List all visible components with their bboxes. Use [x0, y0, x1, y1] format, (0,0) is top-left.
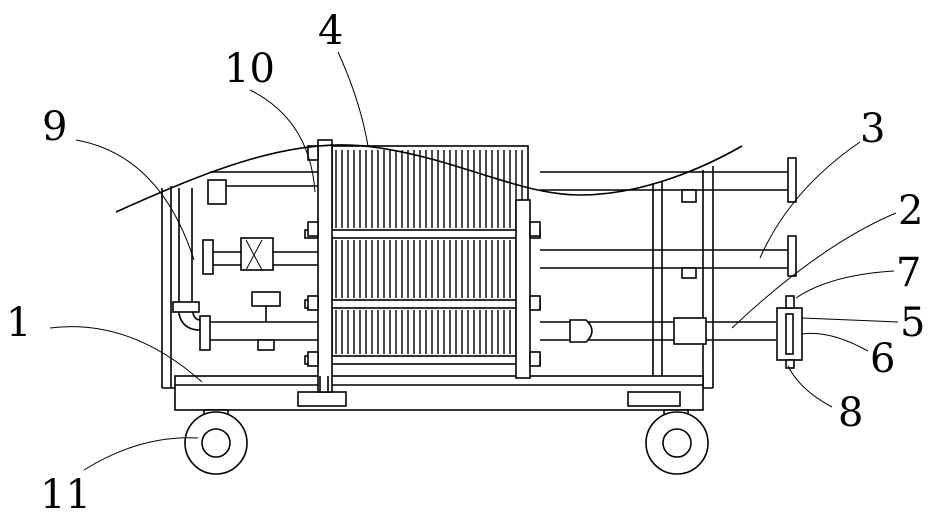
callout-labels: 1 2 3 4 5 6 7 8 9 10 11: [6, 8, 925, 518]
callout-6: 6: [870, 336, 895, 382]
pipe-top: [207, 171, 318, 205]
callout-2: 2: [898, 188, 923, 234]
plate-hatching: [335, 150, 523, 354]
sight-glass-assembly: [776, 295, 803, 369]
wheel-left: [184, 409, 248, 475]
plate-heat-exchanger: [304, 139, 541, 393]
base-frame: [174, 375, 704, 411]
pipe-bottom-left: [172, 188, 318, 351]
break-line: [115, 144, 743, 213]
wheel-right: [645, 409, 709, 475]
callout-7: 7: [896, 250, 921, 296]
pipe-3-upper: [540, 157, 797, 203]
pipe-middle-left: [202, 237, 318, 275]
leader-lines: [49, 51, 899, 471]
callout-10: 10: [224, 46, 275, 92]
callout-4: 4: [318, 8, 343, 54]
pipe-3-lower: [540, 235, 797, 279]
callout-9: 9: [42, 104, 67, 150]
callout-3: 3: [860, 106, 885, 152]
callout-5: 5: [900, 300, 925, 346]
callout-8: 8: [838, 390, 863, 436]
callout-11: 11: [40, 472, 91, 518]
callout-1: 1: [6, 300, 31, 346]
pipe-2: [540, 317, 776, 345]
